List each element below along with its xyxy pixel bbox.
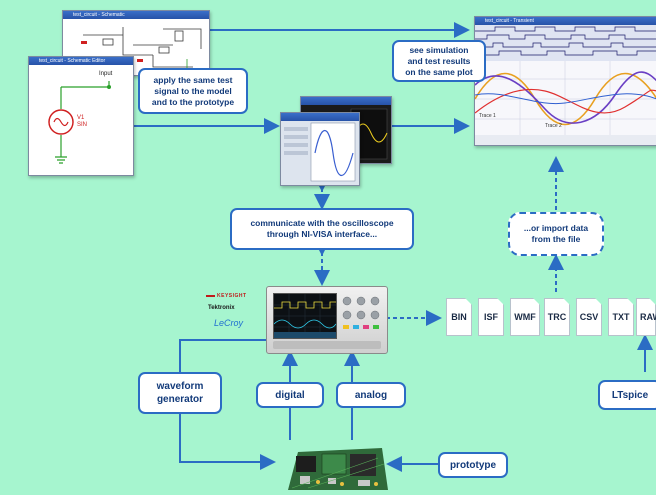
source-window[interactable]: test_circuit - Schematic Editor Input V1… (28, 56, 134, 176)
oscilloscope-screen (273, 293, 337, 339)
file-wmf[interactable]: WMF (510, 298, 540, 336)
source-schematic-drawing (48, 81, 111, 164)
oscilloscope-controls[interactable] (339, 293, 383, 337)
prototype-board-image (288, 448, 388, 490)
keysight-logo: KEYSIGHT (206, 290, 247, 299)
source-label: V1 SIN (77, 115, 88, 128)
file-raw[interactable]: RAW (636, 298, 656, 336)
oscilloscope[interactable] (266, 286, 388, 354)
trace-label-1: Trace 1 (479, 113, 496, 119)
waveform-generator-callout: waveform generator (138, 372, 222, 414)
scope-software-window-front[interactable] (280, 112, 360, 186)
prototype-callout: prototype (438, 452, 508, 478)
communicate-callout: communicate with the oscilloscope throug… (230, 208, 414, 250)
file-txt[interactable]: TXT (608, 298, 634, 336)
analog-callout: analog (336, 382, 406, 408)
arrow-scope-to-generator (179, 339, 268, 372)
see-simulation-callout: see simulation and test results on the s… (392, 40, 486, 82)
schematic-window-titlebar[interactable]: test_circuit - Schematic (63, 11, 209, 19)
source-window-titlebar[interactable]: test_circuit - Schematic Editor (29, 57, 133, 65)
waveform-plot (475, 25, 656, 145)
tektronix-logo: Tektronix (208, 305, 235, 311)
file-trc[interactable]: TRC (544, 298, 570, 336)
lecroy-logo: LeCroy (214, 318, 244, 328)
scope-software-front-titlebar[interactable] (281, 113, 359, 121)
plot-window[interactable]: test_circuit - Transient Trace 1 Trace 2 (474, 16, 656, 146)
scope-software-back-titlebar[interactable] (301, 97, 391, 105)
ltspice-callout: LTspice (598, 380, 656, 410)
file-bin[interactable]: BIN (446, 298, 472, 336)
import-data-callout: ...or import data from the file (508, 212, 604, 256)
file-isf[interactable]: ISF (478, 298, 504, 336)
arrow-generator-to-board (179, 414, 276, 470)
scope-software-front-screen (284, 122, 356, 182)
file-csv[interactable]: CSV (576, 298, 602, 336)
oscilloscope-knobs (342, 296, 380, 329)
keysight-wave-icon (206, 290, 215, 297)
apply-signal-callout: apply the same test signal to the model … (138, 68, 248, 114)
oscilloscope-bottom-panel (273, 341, 381, 349)
oscilloscope-trace (273, 294, 337, 338)
plot-window-titlebar[interactable]: test_circuit - Transient (475, 17, 656, 25)
input-net-label: Input (99, 71, 113, 77)
prototype-board (278, 444, 388, 490)
digital-callout: digital (256, 382, 324, 408)
trace-label-2: Trace 2 (545, 123, 562, 129)
